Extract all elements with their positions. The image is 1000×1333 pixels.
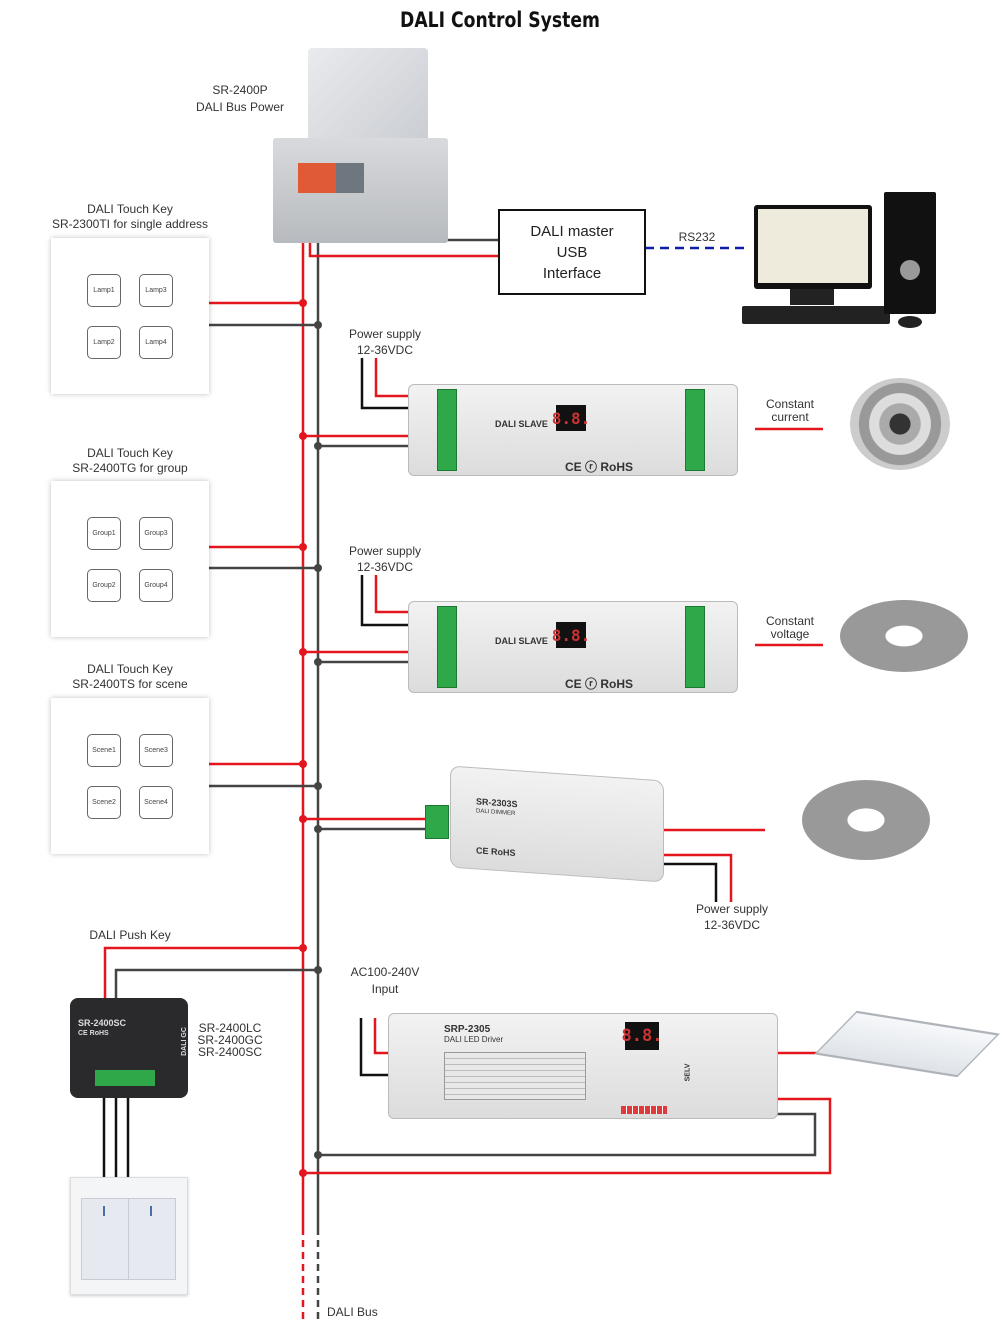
push-key-model-1: SR-2400LC bbox=[198, 1021, 262, 1035]
slave2-power-label: Power supply bbox=[348, 544, 422, 558]
wire-dimmer-ps-red bbox=[658, 853, 733, 902]
touch-key-3-subtitle: SR-2400TS for scene bbox=[72, 677, 188, 691]
touch-key-panel-single: Lamp1 Lamp3 Lamp2 Lamp4 bbox=[51, 238, 209, 394]
key-lamp1[interactable]: Lamp1 bbox=[87, 274, 121, 307]
key-scene2[interactable]: Scene2 bbox=[87, 786, 121, 819]
dimmer-model: SR-2303S bbox=[476, 796, 518, 810]
wire-driver-sig-red bbox=[303, 1097, 832, 1175]
driver-input-sub: Input bbox=[371, 982, 399, 996]
slave1-output-label-1: Constant bbox=[765, 397, 815, 411]
computer-icon bbox=[740, 190, 940, 335]
push-key-device-cert: CE RoHS bbox=[78, 1030, 109, 1037]
push-key-module: SR-2400SC CE RoHS DALI GC bbox=[70, 998, 188, 1098]
driver-input-label: AC100-240V bbox=[350, 965, 420, 979]
master-line-2: USB bbox=[556, 243, 588, 261]
slave2-display: 8.8. bbox=[552, 622, 590, 648]
bus-power-device bbox=[268, 48, 458, 248]
dali-slave-2: DALI SLAVE 8.8. CE ⓡ RoHS bbox=[408, 601, 738, 693]
dali-master-usb-interface: DALI master USB Interface bbox=[498, 209, 646, 295]
driver-selv: SELV bbox=[684, 1063, 692, 1082]
slave2-power-value: 12-36VDC bbox=[356, 560, 414, 574]
wall-switch-icon bbox=[70, 1177, 188, 1295]
touch-key-2-title: DALI Touch Key bbox=[87, 446, 173, 460]
dali-dimmer-sr2303s: SR-2303S DALI DIMMER CE RoHS bbox=[450, 765, 664, 883]
master-line-1: DALI master bbox=[530, 222, 614, 240]
slave1-cert: CE ⓡ RoHS bbox=[565, 460, 634, 474]
slave1-label: DALI SLAVE bbox=[495, 419, 548, 429]
page-title: DALI Control System bbox=[400, 8, 600, 32]
dali-bus-label: DALI Bus bbox=[327, 1305, 378, 1319]
key-group3[interactable]: Group3 bbox=[139, 517, 173, 550]
touch-key-3-title: DALI Touch Key bbox=[87, 662, 173, 676]
touch-key-2-subtitle: SR-2400TG for group bbox=[72, 461, 188, 475]
wire-driver-sig-gray bbox=[318, 1112, 817, 1157]
bus-power-name: DALI Bus Power bbox=[195, 100, 285, 114]
slave2-cert: CE ⓡ RoHS bbox=[565, 677, 634, 691]
push-key-model-3: SR-2400SC bbox=[197, 1045, 263, 1059]
led-strip-icon-1 bbox=[840, 600, 968, 672]
slave2-output-label-1: Constant bbox=[765, 614, 815, 628]
key-group4[interactable]: Group4 bbox=[139, 569, 173, 602]
key-lamp4[interactable]: Lamp4 bbox=[139, 326, 173, 359]
dimmer-subtitle: DALI DIMMER bbox=[476, 808, 516, 818]
slave1-power-value: 12-36VDC bbox=[356, 343, 414, 357]
wire-pushkey-red bbox=[103, 946, 303, 1000]
bus-power-model: SR-2400P bbox=[212, 83, 268, 97]
dimmer-power-value: 12-36VDC bbox=[703, 918, 761, 932]
key-scene4[interactable]: Scene4 bbox=[139, 786, 173, 819]
key-lamp3[interactable]: Lamp3 bbox=[139, 274, 173, 307]
key-group1[interactable]: Group1 bbox=[87, 517, 121, 550]
key-group2[interactable]: Group2 bbox=[87, 569, 121, 602]
key-scene1[interactable]: Scene1 bbox=[87, 734, 121, 767]
master-line-3: Interface bbox=[542, 264, 602, 282]
slave1-output-label-2: current bbox=[771, 410, 809, 424]
push-key-device-label: SR-2400SC bbox=[78, 1018, 127, 1028]
driver-subtitle: DALI LED Driver bbox=[444, 1035, 504, 1044]
driver-model: SRP-2305 bbox=[444, 1024, 491, 1035]
touch-key-panel-scene: Scene1 Scene3 Scene2 Scene4 bbox=[51, 698, 209, 854]
slave2-output-label-2: voltage bbox=[770, 627, 810, 641]
downlight-icon bbox=[850, 378, 950, 470]
slave1-display: 8.8. bbox=[552, 405, 590, 431]
rs232-label: RS232 bbox=[678, 230, 716, 244]
touch-key-1-title: DALI Touch Key bbox=[87, 202, 173, 216]
push-key-side-label: DALI GC bbox=[180, 1027, 188, 1056]
dimmer-terminal bbox=[425, 805, 449, 839]
push-key-title: DALI Push Key bbox=[89, 928, 171, 942]
push-key-model-2: SR-2400GC bbox=[197, 1033, 263, 1047]
touch-key-panel-group: Group1 Group3 Group2 Group4 bbox=[51, 481, 209, 637]
driver-display: 8.8. bbox=[622, 1022, 662, 1050]
led-strip-icon-2 bbox=[802, 780, 930, 860]
dimmer-power-label: Power supply bbox=[695, 902, 769, 916]
wire-pushkey-gray bbox=[114, 968, 318, 1000]
dali-led-driver-srp2305: SRP-2305 DALI LED Driver 8.8. SELV bbox=[388, 1013, 778, 1119]
wire-dimmer-ps-black bbox=[658, 862, 718, 902]
touch-key-1-subtitle: SR-2300TI for single address bbox=[51, 217, 209, 231]
key-scene3[interactable]: Scene3 bbox=[139, 734, 173, 767]
bus-junctions bbox=[299, 299, 322, 1177]
slave2-label: DALI SLAVE bbox=[495, 636, 548, 646]
key-lamp2[interactable]: Lamp2 bbox=[87, 326, 121, 359]
dimmer-cert: CE RoHS bbox=[476, 845, 516, 859]
dali-slave-1: DALI SLAVE 8.8. CE ⓡ RoHS bbox=[408, 384, 738, 476]
slave1-power-label: Power supply bbox=[348, 327, 422, 341]
